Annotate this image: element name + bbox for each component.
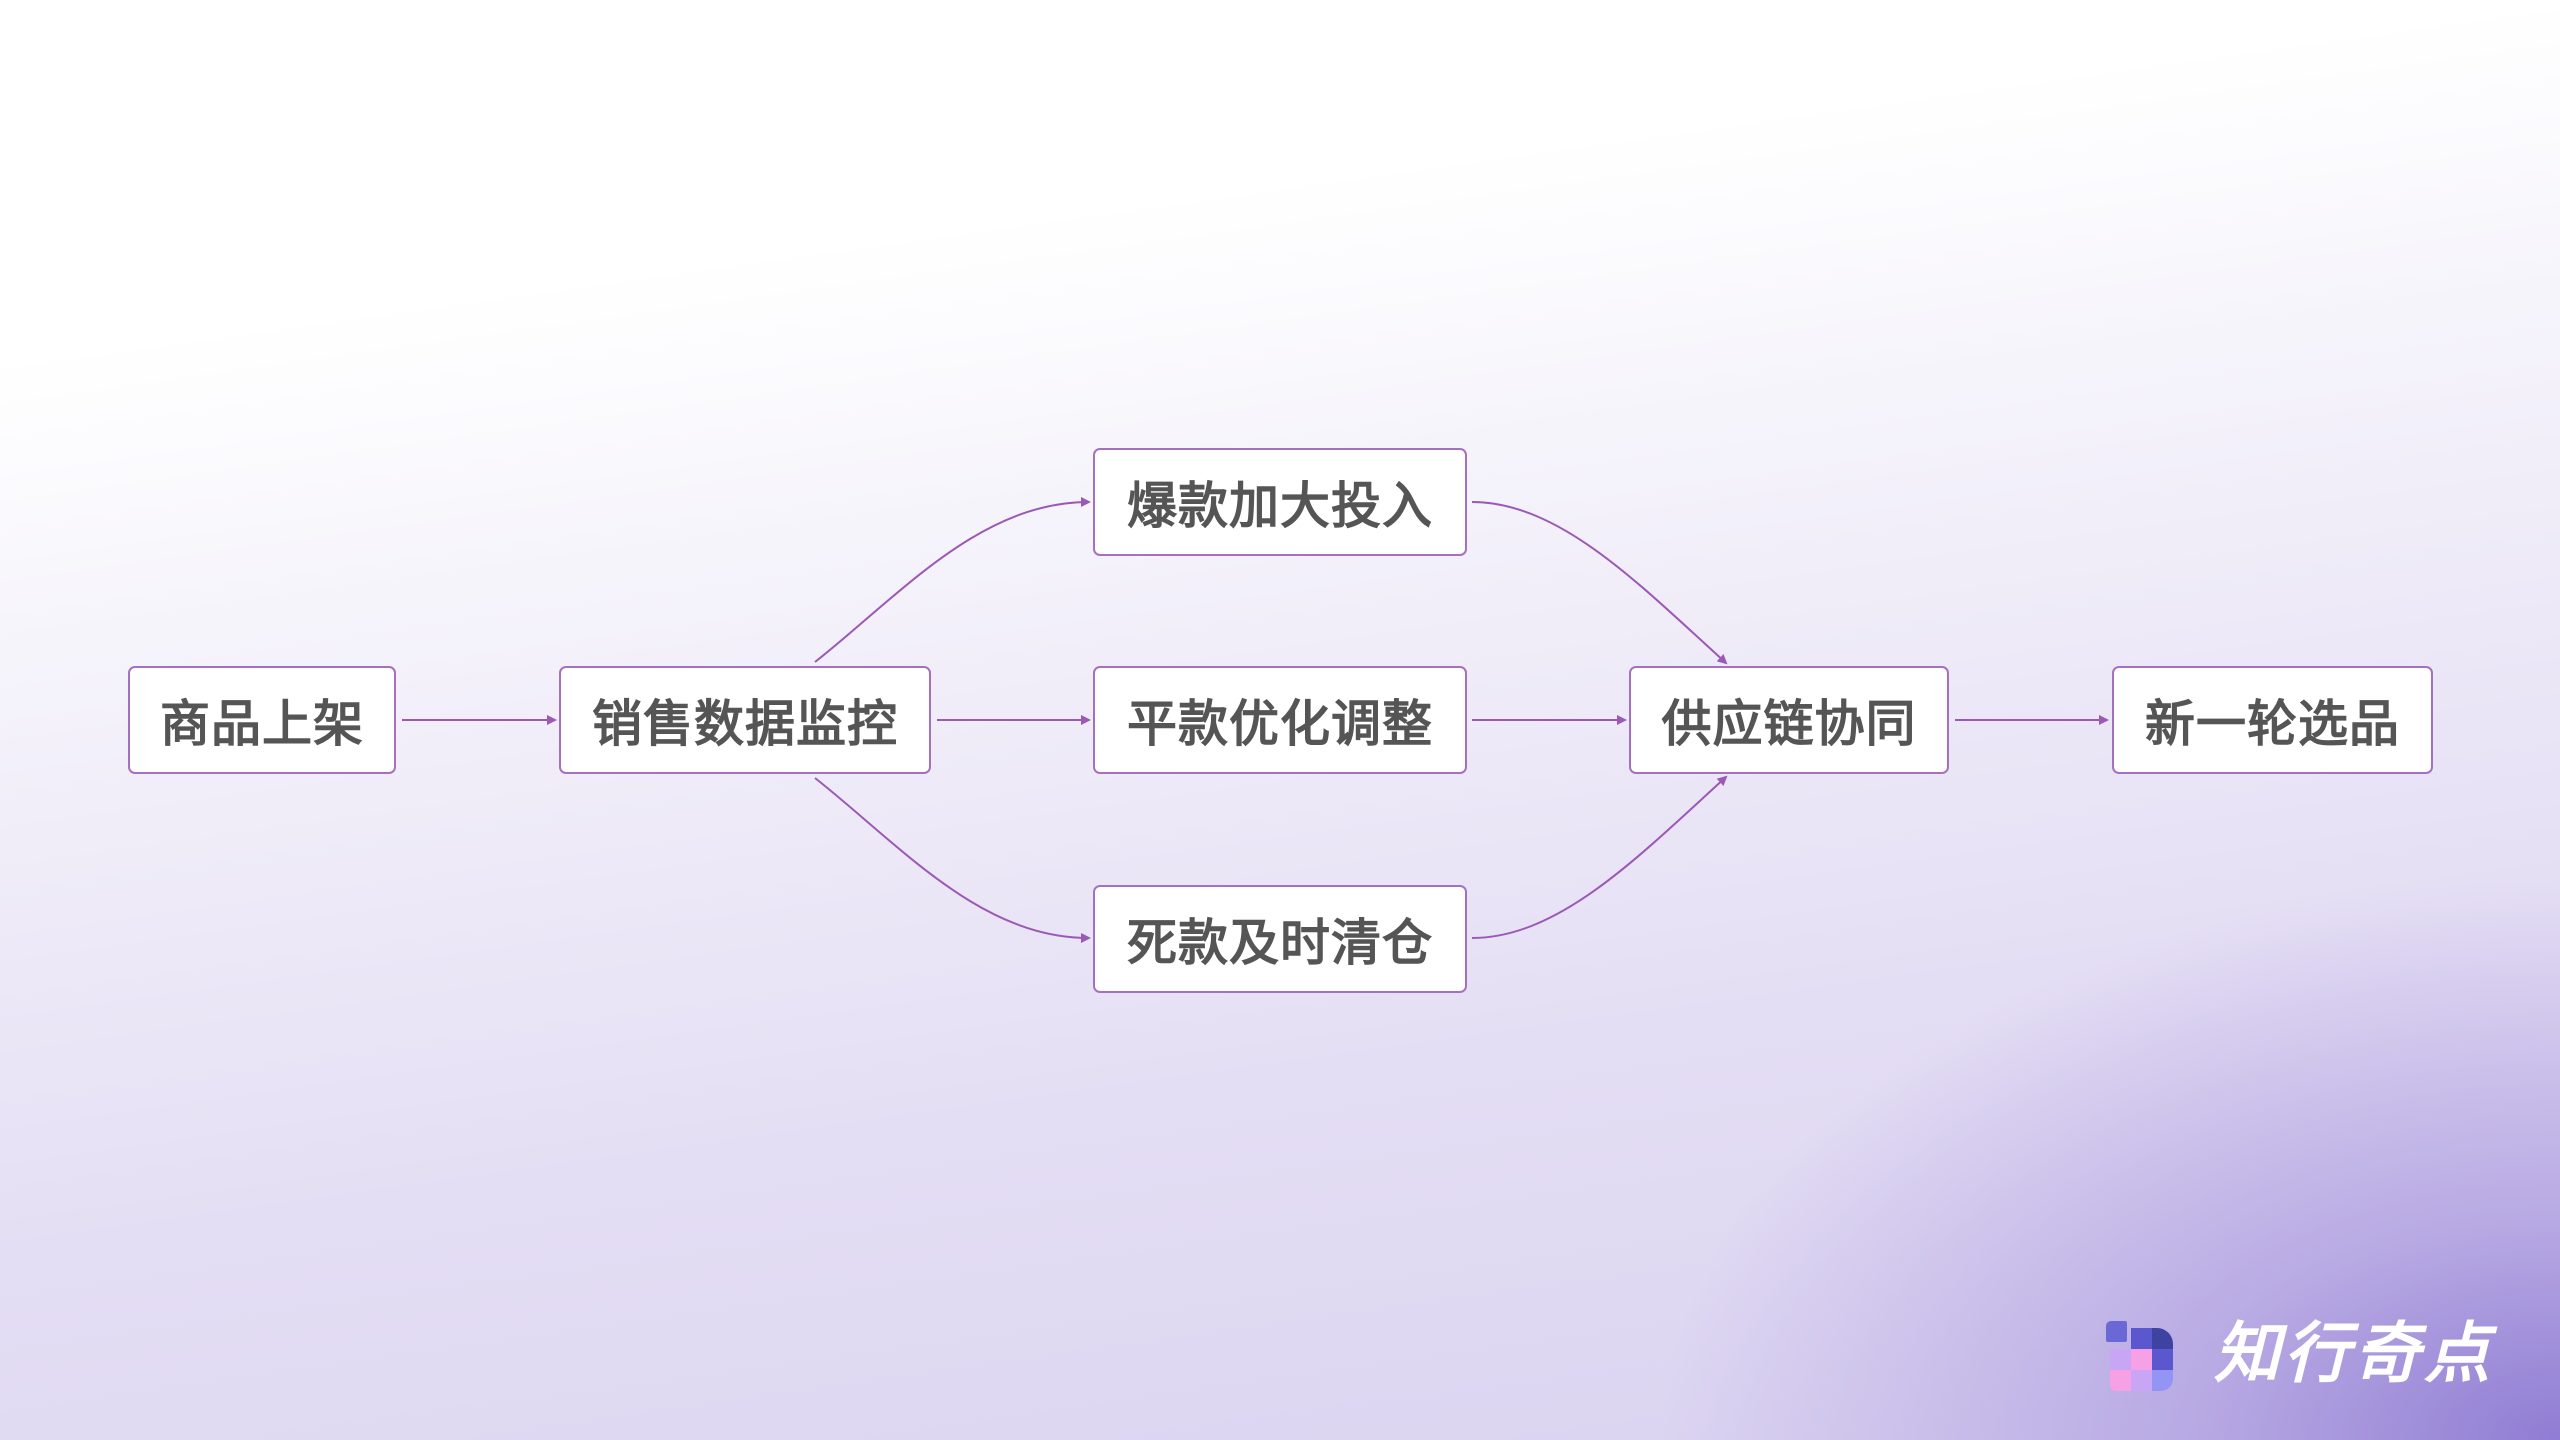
node-new-selection: 新一轮选品 [2112,666,2433,774]
pixel-grid-logo-icon [2104,1318,2176,1391]
edge-dead-to-supply [1471,775,1728,939]
node-label: 销售数据监控 [592,695,898,753]
node-hot-item-invest: 爆款加大投入 [1093,448,1467,556]
edge-hot-to-supply [1471,501,1728,665]
edge-monitoring-to-dead [814,777,1091,943]
node-supply-chain: 供应链协同 [1629,666,1949,774]
node-dead-item-clearance: 死款及时清仓 [1093,885,1467,993]
node-product-listing: 商品上架 [128,666,396,774]
node-label: 爆款加大投入 [1127,477,1433,535]
node-average-item-adjust: 平款优化调整 [1093,666,1467,774]
edge-monitoring-to-hot [814,497,1091,663]
brand-name: 知行奇点 [2214,1315,2494,1392]
brand-logo: 知行奇点 [2104,1315,2494,1392]
node-label: 平款优化调整 [1127,695,1433,753]
node-label: 死款及时清仓 [1127,914,1433,972]
node-sales-monitoring: 销售数据监控 [559,666,931,774]
node-label: 新一轮选品 [2145,695,2400,753]
node-label: 商品上架 [160,695,364,753]
node-label: 供应链协同 [1661,695,1917,753]
